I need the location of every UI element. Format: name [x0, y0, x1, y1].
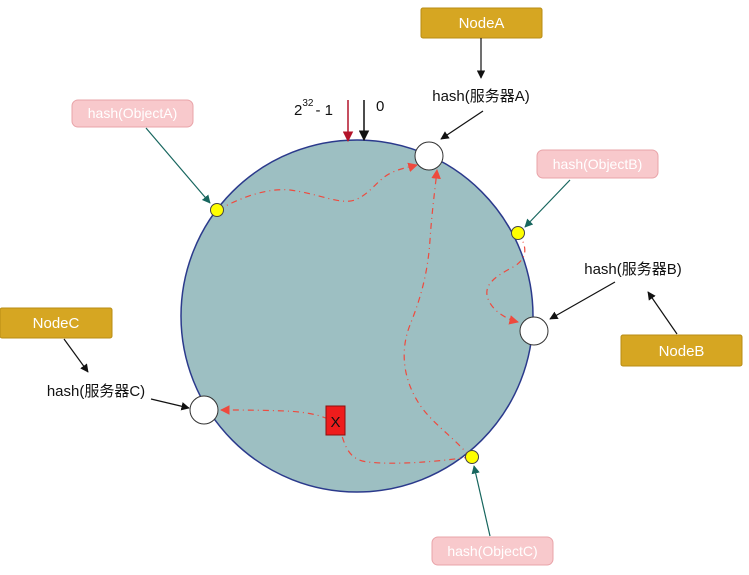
node-c-arrow: [63, 338, 89, 373]
object-c-box: [431, 536, 554, 566]
object-c-point: [465, 450, 479, 464]
node-c-box: [0, 307, 113, 339]
ring-max-base: 2: [294, 102, 302, 119]
path-object-b-to-server-b: [486, 232, 526, 325]
path-object-a-to-server-a: [217, 162, 418, 211]
server-a-point: [414, 141, 444, 171]
removed-node-label: X: [330, 414, 340, 431]
ring-max-label: 232- 1: [294, 98, 333, 119]
server-c-arrow: [150, 398, 190, 411]
object-a-arrow: [145, 127, 211, 204]
server-a-arrow: [440, 110, 484, 140]
server-c-point: [189, 395, 219, 425]
object-b-box: [536, 149, 659, 179]
object-a-point: [210, 203, 224, 217]
object-a-box: [71, 99, 194, 128]
node-b-label: NodeB: [659, 343, 705, 360]
node-b-box: [620, 334, 743, 367]
path-object-c-to-server-c: [220, 405, 471, 464]
object-b-label: hash(ObjectB): [553, 156, 642, 172]
hash-ring: [180, 139, 534, 493]
node-b-arrow: [647, 291, 678, 335]
path-object-c-to-server-a: [403, 169, 471, 458]
ring-zero-label: 0: [376, 98, 384, 115]
server-c-hash-label: hash(服务器C): [47, 383, 145, 400]
object-c-label: hash(ObjectC): [447, 543, 537, 559]
node-a-label: NodeA: [459, 15, 505, 32]
ring-max-exponent: 32: [302, 98, 314, 109]
server-b-hash-label: hash(服务器B): [584, 261, 682, 278]
server-b-point: [519, 316, 549, 346]
object-b-arrow: [524, 179, 571, 228]
object-a-label: hash(ObjectA): [88, 105, 177, 121]
ring-max-tail: - 1: [315, 102, 333, 119]
object-c-arrow: [471, 465, 491, 537]
removed-node-marker: [325, 405, 346, 436]
server-a-hash-label: hash(服务器A): [432, 88, 530, 105]
server-b-arrow: [549, 281, 616, 320]
object-b-point: [511, 226, 525, 240]
node-c-label: NodeC: [33, 315, 80, 332]
